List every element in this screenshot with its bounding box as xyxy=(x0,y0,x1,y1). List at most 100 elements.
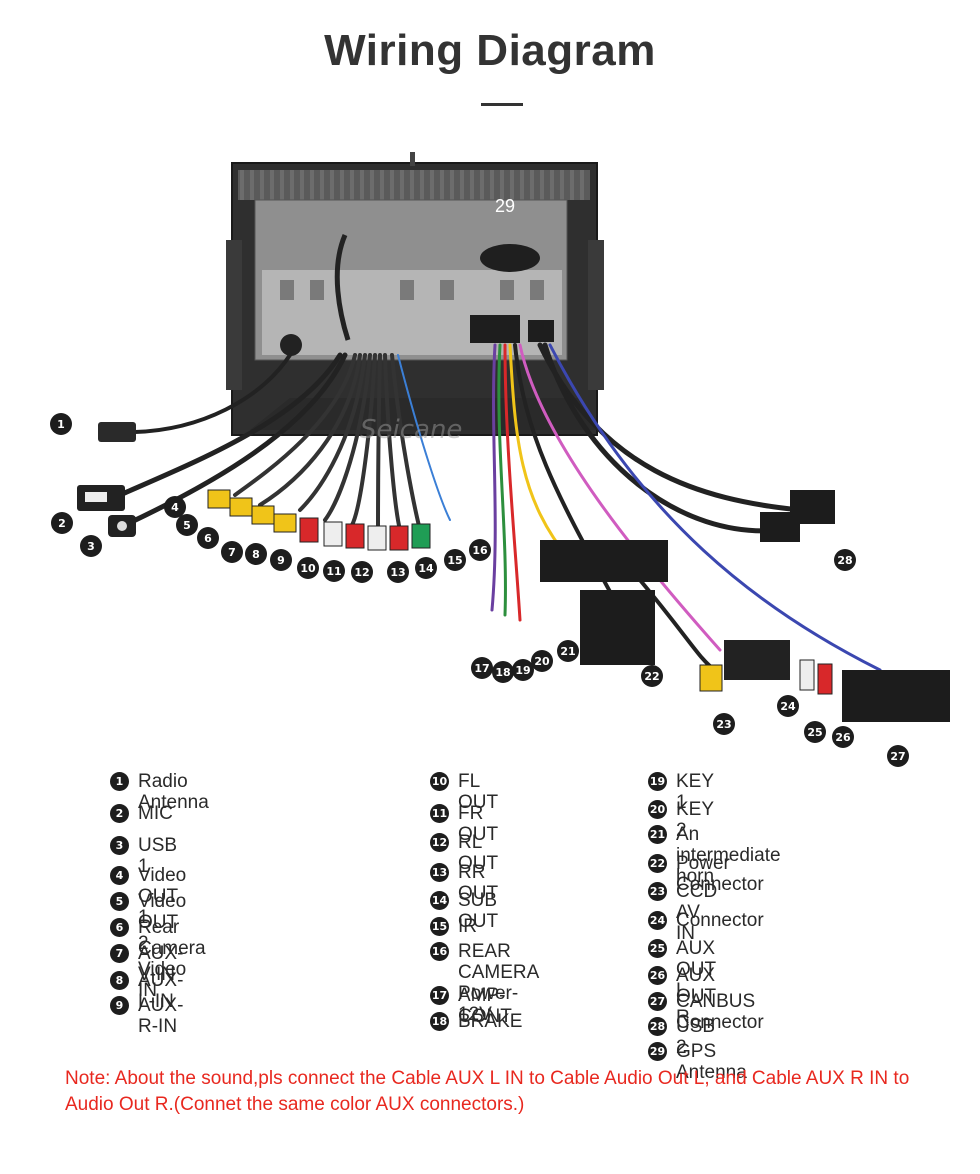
legend-label: Video OUT 1 xyxy=(138,865,187,928)
legend-number-badge: 5 xyxy=(110,892,129,911)
legend-number-badge: 22 xyxy=(648,854,667,873)
legend-number-badge: 21 xyxy=(648,825,667,844)
callout-circle xyxy=(50,413,72,435)
legend-label: BRAKE xyxy=(458,1011,523,1032)
legend-number-badge: 15 xyxy=(430,917,449,936)
callout-circle xyxy=(351,561,373,583)
legend-label: FL OUT xyxy=(458,771,499,813)
callout-circle xyxy=(471,657,493,679)
diagram-callout-badge: 21 xyxy=(557,640,579,662)
callout-circle xyxy=(221,541,243,563)
legend-number-badge: 28 xyxy=(648,1017,667,1036)
callout-number: 9 xyxy=(277,554,285,567)
legend-label: FR OUT xyxy=(458,803,499,845)
diagram-callout-badge: 24 xyxy=(777,695,799,717)
legend-number-badge: 10 xyxy=(430,772,449,791)
note-text: Note: About the sound,pls connect the Ca… xyxy=(65,1068,910,1115)
callout-circle xyxy=(832,726,854,748)
legend-number-badge: 18 xyxy=(430,1012,449,1031)
legend-label: SUB OUT xyxy=(458,890,499,932)
diagram-callout-badge: 7 xyxy=(221,541,243,563)
legend-item: 17 AMP-CONT xyxy=(430,985,512,1027)
diagram-callout-badge: 12 xyxy=(351,561,373,583)
diagram-callout-badge: 27 xyxy=(887,745,909,767)
callout-circle xyxy=(51,512,73,534)
callout-circle xyxy=(197,527,219,549)
legend-label: Power Connector xyxy=(676,853,764,895)
legend-number-badge: 2 xyxy=(110,804,129,823)
callout-circle xyxy=(492,661,514,683)
callout-number: 12 xyxy=(354,566,369,579)
diagram-callout-badge: 1 xyxy=(50,413,72,435)
legend-label: AMP-CONT xyxy=(458,985,512,1027)
callout-circle xyxy=(270,549,292,571)
callout-number: 3 xyxy=(87,540,95,553)
callout-number: 25 xyxy=(807,726,822,739)
legend-number-badge: 6 xyxy=(110,918,129,937)
callout-number: 20 xyxy=(534,655,550,668)
legend-label: Rear Camera Video IN xyxy=(138,917,206,1001)
title-underline xyxy=(481,103,523,106)
page-title: Wiring Diagram xyxy=(324,26,656,75)
callout-number: 26 xyxy=(835,731,851,744)
callout-circle xyxy=(323,560,345,582)
legend-label: Video OUT 2 xyxy=(138,891,187,954)
callout-circle xyxy=(641,665,663,687)
callout-circle xyxy=(444,549,466,571)
callout-number: 11 xyxy=(326,565,341,578)
callout-circle xyxy=(415,557,437,579)
diagram-callout-badge: 20 xyxy=(531,650,553,672)
legend-item: 6 Rear Camera Video IN xyxy=(110,917,206,1001)
diagram-callout-badge: 14 xyxy=(415,557,437,579)
callout-number: 16 xyxy=(472,544,488,557)
legend-item: 24 Connector xyxy=(648,910,764,931)
legend-number-badge: 29 xyxy=(648,1042,667,1061)
legend-label: REAR CAMERA Power-12V xyxy=(458,941,540,1025)
legend-number-badge: 8 xyxy=(110,971,129,990)
diagram-callout-badge: 19 xyxy=(512,659,534,681)
diagram-callout-badge: 3 xyxy=(80,535,102,557)
callout-number: 24 xyxy=(780,700,796,713)
watermark: Seicane xyxy=(360,415,462,445)
legend-number-badge: 25 xyxy=(648,939,667,958)
legend-item: 26 AUX OUT R xyxy=(648,965,716,1028)
diagram-callout-badge: 10 xyxy=(297,557,319,579)
legend-number-badge: 24 xyxy=(648,911,667,930)
callout-number: 18 xyxy=(495,666,510,679)
diagram-callout-badge: 22 xyxy=(641,665,663,687)
callout-number: 10 xyxy=(300,562,316,575)
legend-label: AUX-V-IN xyxy=(138,943,184,985)
callout-number: 1 xyxy=(57,418,65,431)
callout-number: 5 xyxy=(183,519,191,532)
callout-number: 6 xyxy=(204,532,212,545)
legend-label: CCD AV IN xyxy=(676,881,718,944)
callout-circle xyxy=(804,721,826,743)
legend-label: CANBUS Connector xyxy=(676,991,764,1033)
callout-circle xyxy=(297,557,319,579)
legend-item: 18 BRAKE xyxy=(430,1011,522,1032)
diagram-callout-badge: 5 xyxy=(176,514,198,536)
callout-number: 22 xyxy=(644,670,659,683)
legend-number-badge: 26 xyxy=(648,966,667,985)
legend-label: Connector xyxy=(676,910,764,931)
legend-number-badge: 17 xyxy=(430,986,449,1005)
diagram-callout-badge: 6 xyxy=(197,527,219,549)
legend-number-badge: 13 xyxy=(430,863,449,882)
legend-label: AUX OUT R xyxy=(676,965,716,1028)
legend-label: KEY 1 xyxy=(676,771,714,813)
diagram-callout-badge: 11 xyxy=(323,560,345,582)
